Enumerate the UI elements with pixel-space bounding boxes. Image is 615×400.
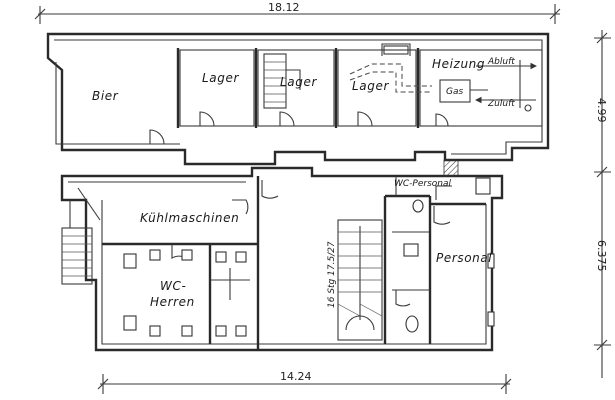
personal-fixtures — [403, 185, 495, 333]
label-lager-2: Lager — [280, 75, 317, 89]
label-wc-herren-2: Herren — [150, 295, 195, 309]
upper-small-stair — [263, 53, 301, 109]
label-kuehlmaschinen: Kühlmaschinen — [140, 211, 239, 225]
dimension-top-label: 18.12 — [268, 1, 300, 14]
ventilation-ducts — [349, 43, 538, 112]
lower-wing-walls — [60, 159, 504, 352]
main-stair — [337, 219, 383, 341]
label-lager-3: Lager — [352, 79, 389, 93]
outside-stair — [61, 187, 101, 285]
label-bier: Bier — [92, 89, 119, 103]
wc-herren-fixtures — [123, 249, 250, 337]
label-gas: Gas — [446, 87, 463, 97]
upper-wing-walls — [46, 32, 550, 166]
label-lager-1: Lager — [202, 71, 239, 85]
dimension-bottom: 14.24 — [97, 370, 512, 394]
dimension-right-upper-label: 4.99 — [595, 98, 608, 123]
room-labels: Bier Lager Lager Lager Heizung Gas Abluf… — [92, 57, 515, 309]
label-abluft: Abluft — [487, 57, 515, 67]
label-wc-herren-1: WC- — [160, 279, 186, 293]
dimension-right: 4.99 6.375 — [594, 30, 611, 378]
label-heizung: Heizung — [432, 57, 485, 71]
dimension-bottom-label: 14.24 — [280, 370, 312, 383]
label-personal: Personal — [436, 251, 492, 265]
dimension-top: 18.12 — [34, 1, 561, 24]
label-stair-note: 16 Stg 17.5/27 — [327, 241, 337, 308]
label-wc-personal: WC-Personal — [394, 179, 452, 189]
label-zuluft: Zuluft — [487, 99, 515, 109]
dimension-right-lower-label: 6.375 — [595, 240, 608, 272]
